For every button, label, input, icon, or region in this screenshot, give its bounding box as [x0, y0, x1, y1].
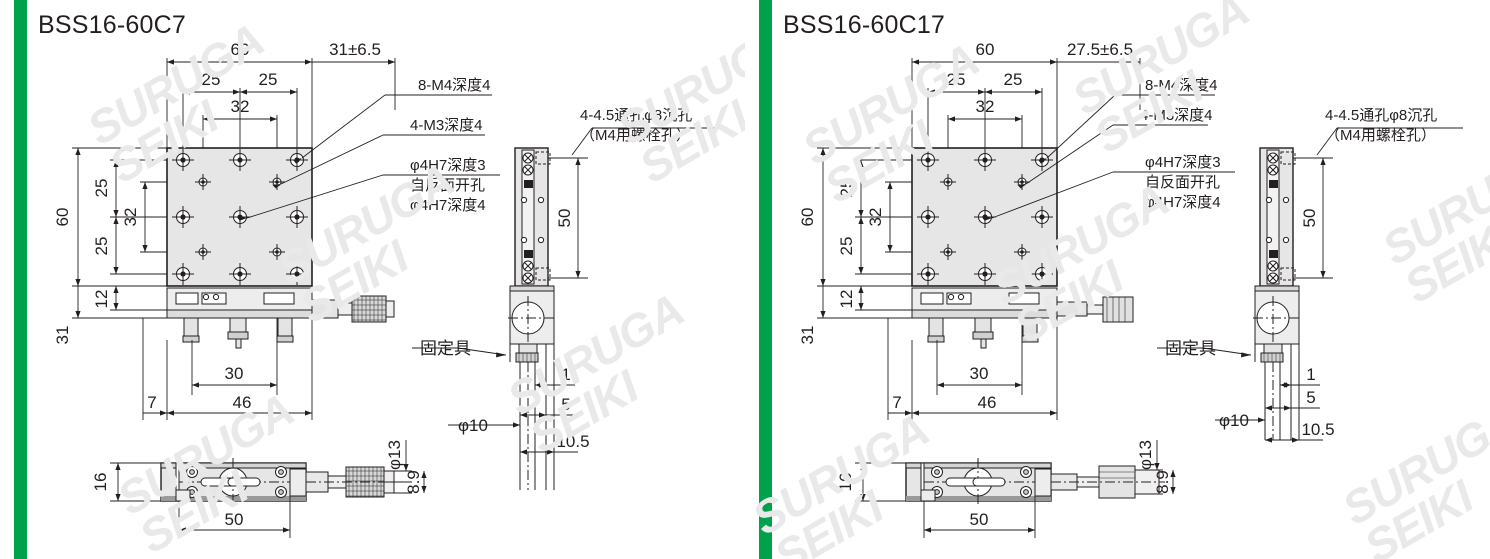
- side-view: [508, 147, 556, 490]
- dim-bottom-30: 30: [970, 364, 989, 383]
- callout-bolt-hole: （M4用螺栓孔）: [580, 127, 691, 144]
- m3-hole-group: [195, 174, 285, 260]
- callout-reverse-side: 自反面开孔: [1145, 174, 1220, 191]
- dim-left-25a: 25: [92, 179, 111, 198]
- callout-dowel-depth4: φ4H7深度4: [1145, 194, 1221, 211]
- dim-side-1: 1: [561, 365, 570, 384]
- dim-top-32: 32: [231, 97, 250, 116]
- drawing-left: 60 31±6.5 25 25 32 60 25 25 32 12 31 7 3…: [53, 40, 718, 538]
- dim-top-60: 60: [976, 40, 995, 59]
- dim-left-25a: 25: [837, 179, 856, 198]
- page-title-left: BSS16-60C7: [38, 11, 186, 39]
- callout-reverse-side: 自反面开孔: [410, 177, 485, 194]
- callout-4-m3: 4-M3深度4: [410, 117, 483, 134]
- callout-8-m4: 8-M4深度4: [418, 77, 491, 94]
- dim-side-phi10: φ10: [458, 416, 488, 435]
- dim-side-10-5: 10.5: [556, 432, 589, 451]
- dim-side-5: 5: [1306, 388, 1315, 407]
- dim-front-phi13: φ13: [1136, 440, 1155, 470]
- dim-bottom-7: 7: [892, 393, 901, 412]
- dim-side-phi10: φ10: [1219, 411, 1249, 430]
- dim-left: [72, 147, 167, 319]
- page-title-right: BSS16-60C17: [783, 11, 946, 39]
- dim-left-60: 60: [53, 208, 72, 227]
- dim-top-32: 32: [976, 97, 995, 116]
- front-view: [905, 458, 1165, 506]
- dim-top: [911, 58, 1141, 148]
- callout-counterbore: 4-4.5通孔φ8沉孔: [580, 107, 692, 124]
- callout-leaders: [238, 94, 718, 358]
- front-view-dims: [855, 440, 1176, 538]
- callout-bolt-hole: （M4用螺栓孔）: [1325, 127, 1436, 144]
- dim-left: [817, 147, 912, 319]
- dim-side-10-5: 10.5: [1301, 420, 1334, 439]
- dim-side-1: 1: [1306, 365, 1315, 384]
- drawing-panel-bss16-60c17: BSS16-60C17: [745, 0, 1490, 559]
- dim-bottom: [887, 318, 1058, 420]
- side-view-dims: [448, 157, 588, 455]
- dim-top-25b: 25: [1004, 70, 1023, 89]
- dim-bottom: [142, 318, 313, 420]
- dim-left-32: 32: [866, 208, 885, 227]
- dim-left-31: 31: [53, 326, 72, 345]
- side-view: [1253, 147, 1301, 440]
- dim-front-8-9: 8.9: [1153, 470, 1172, 494]
- dim-top-25b: 25: [259, 70, 278, 89]
- side-view-dims: [1215, 157, 1333, 443]
- dim-front-16: 16: [91, 473, 110, 492]
- accent-bar: [14, 0, 27, 559]
- dim-left-31: 31: [798, 326, 817, 345]
- dim-bottom-46: 46: [233, 393, 252, 412]
- dim-front-50: 50: [225, 510, 244, 529]
- dim-top-stroke: 31±6.5: [329, 40, 381, 59]
- dim-front-50: 50: [970, 510, 989, 529]
- plan-base-assembly: [911, 287, 1134, 349]
- dim-front-16: 16: [836, 473, 855, 492]
- callout-4-m3: 4-M3深度4: [1140, 107, 1213, 124]
- dim-side-50: 50: [1300, 209, 1319, 228]
- dim-front-8-9: 8.9: [404, 470, 423, 494]
- dim-side-5: 5: [561, 395, 570, 414]
- accent-bar: [759, 0, 772, 559]
- callout-fixture: 固定具: [420, 339, 471, 358]
- drawing-panel-bss16-60c7: BSS16-60C7: [14, 0, 745, 559]
- dim-left-12: 12: [837, 290, 856, 309]
- m4-hole-group: [172, 149, 308, 285]
- dim-left-25b: 25: [837, 237, 856, 256]
- m4-hole-group: [917, 149, 1053, 285]
- dim-left-60: 60: [798, 208, 817, 227]
- dim-top-stroke: 27.5±6.5: [1067, 40, 1133, 59]
- drawing-right: 60 27.5±6.5 25 25 32 60 25 25 32 12 31 7…: [798, 40, 1463, 538]
- dim-left-32: 32: [121, 208, 140, 227]
- callout-8-m4: 8-M4深度4: [1145, 77, 1218, 94]
- front-view-dims: [110, 440, 427, 538]
- dim-front-phi13: φ13: [385, 440, 404, 470]
- callout-dowel-depth3: φ4H7深度3: [410, 157, 486, 174]
- dim-bottom-46: 46: [978, 393, 997, 412]
- callout-counterbore: 4-4.5通孔φ8沉孔: [1325, 107, 1437, 124]
- dim-left-12: 12: [92, 290, 111, 309]
- dim-bottom-30: 30: [225, 364, 244, 383]
- dim-top: [166, 58, 396, 148]
- callout-dowel-depth3: φ4H7深度3: [1145, 154, 1221, 171]
- dim-top-25a: 25: [202, 70, 221, 89]
- dim-top-60: 60: [231, 40, 250, 59]
- dim-left-25b: 25: [92, 237, 111, 256]
- callout-fixture: 固定具: [1165, 339, 1216, 358]
- dim-side-50: 50: [555, 209, 574, 228]
- callout-leaders: [983, 94, 1463, 358]
- plan-base-assembly: [166, 287, 395, 349]
- front-view: [160, 458, 400, 506]
- callout-dowel-depth4: φ4H7深度4: [410, 197, 486, 214]
- dim-top-25a: 25: [947, 70, 966, 89]
- dim-bottom-7: 7: [147, 393, 156, 412]
